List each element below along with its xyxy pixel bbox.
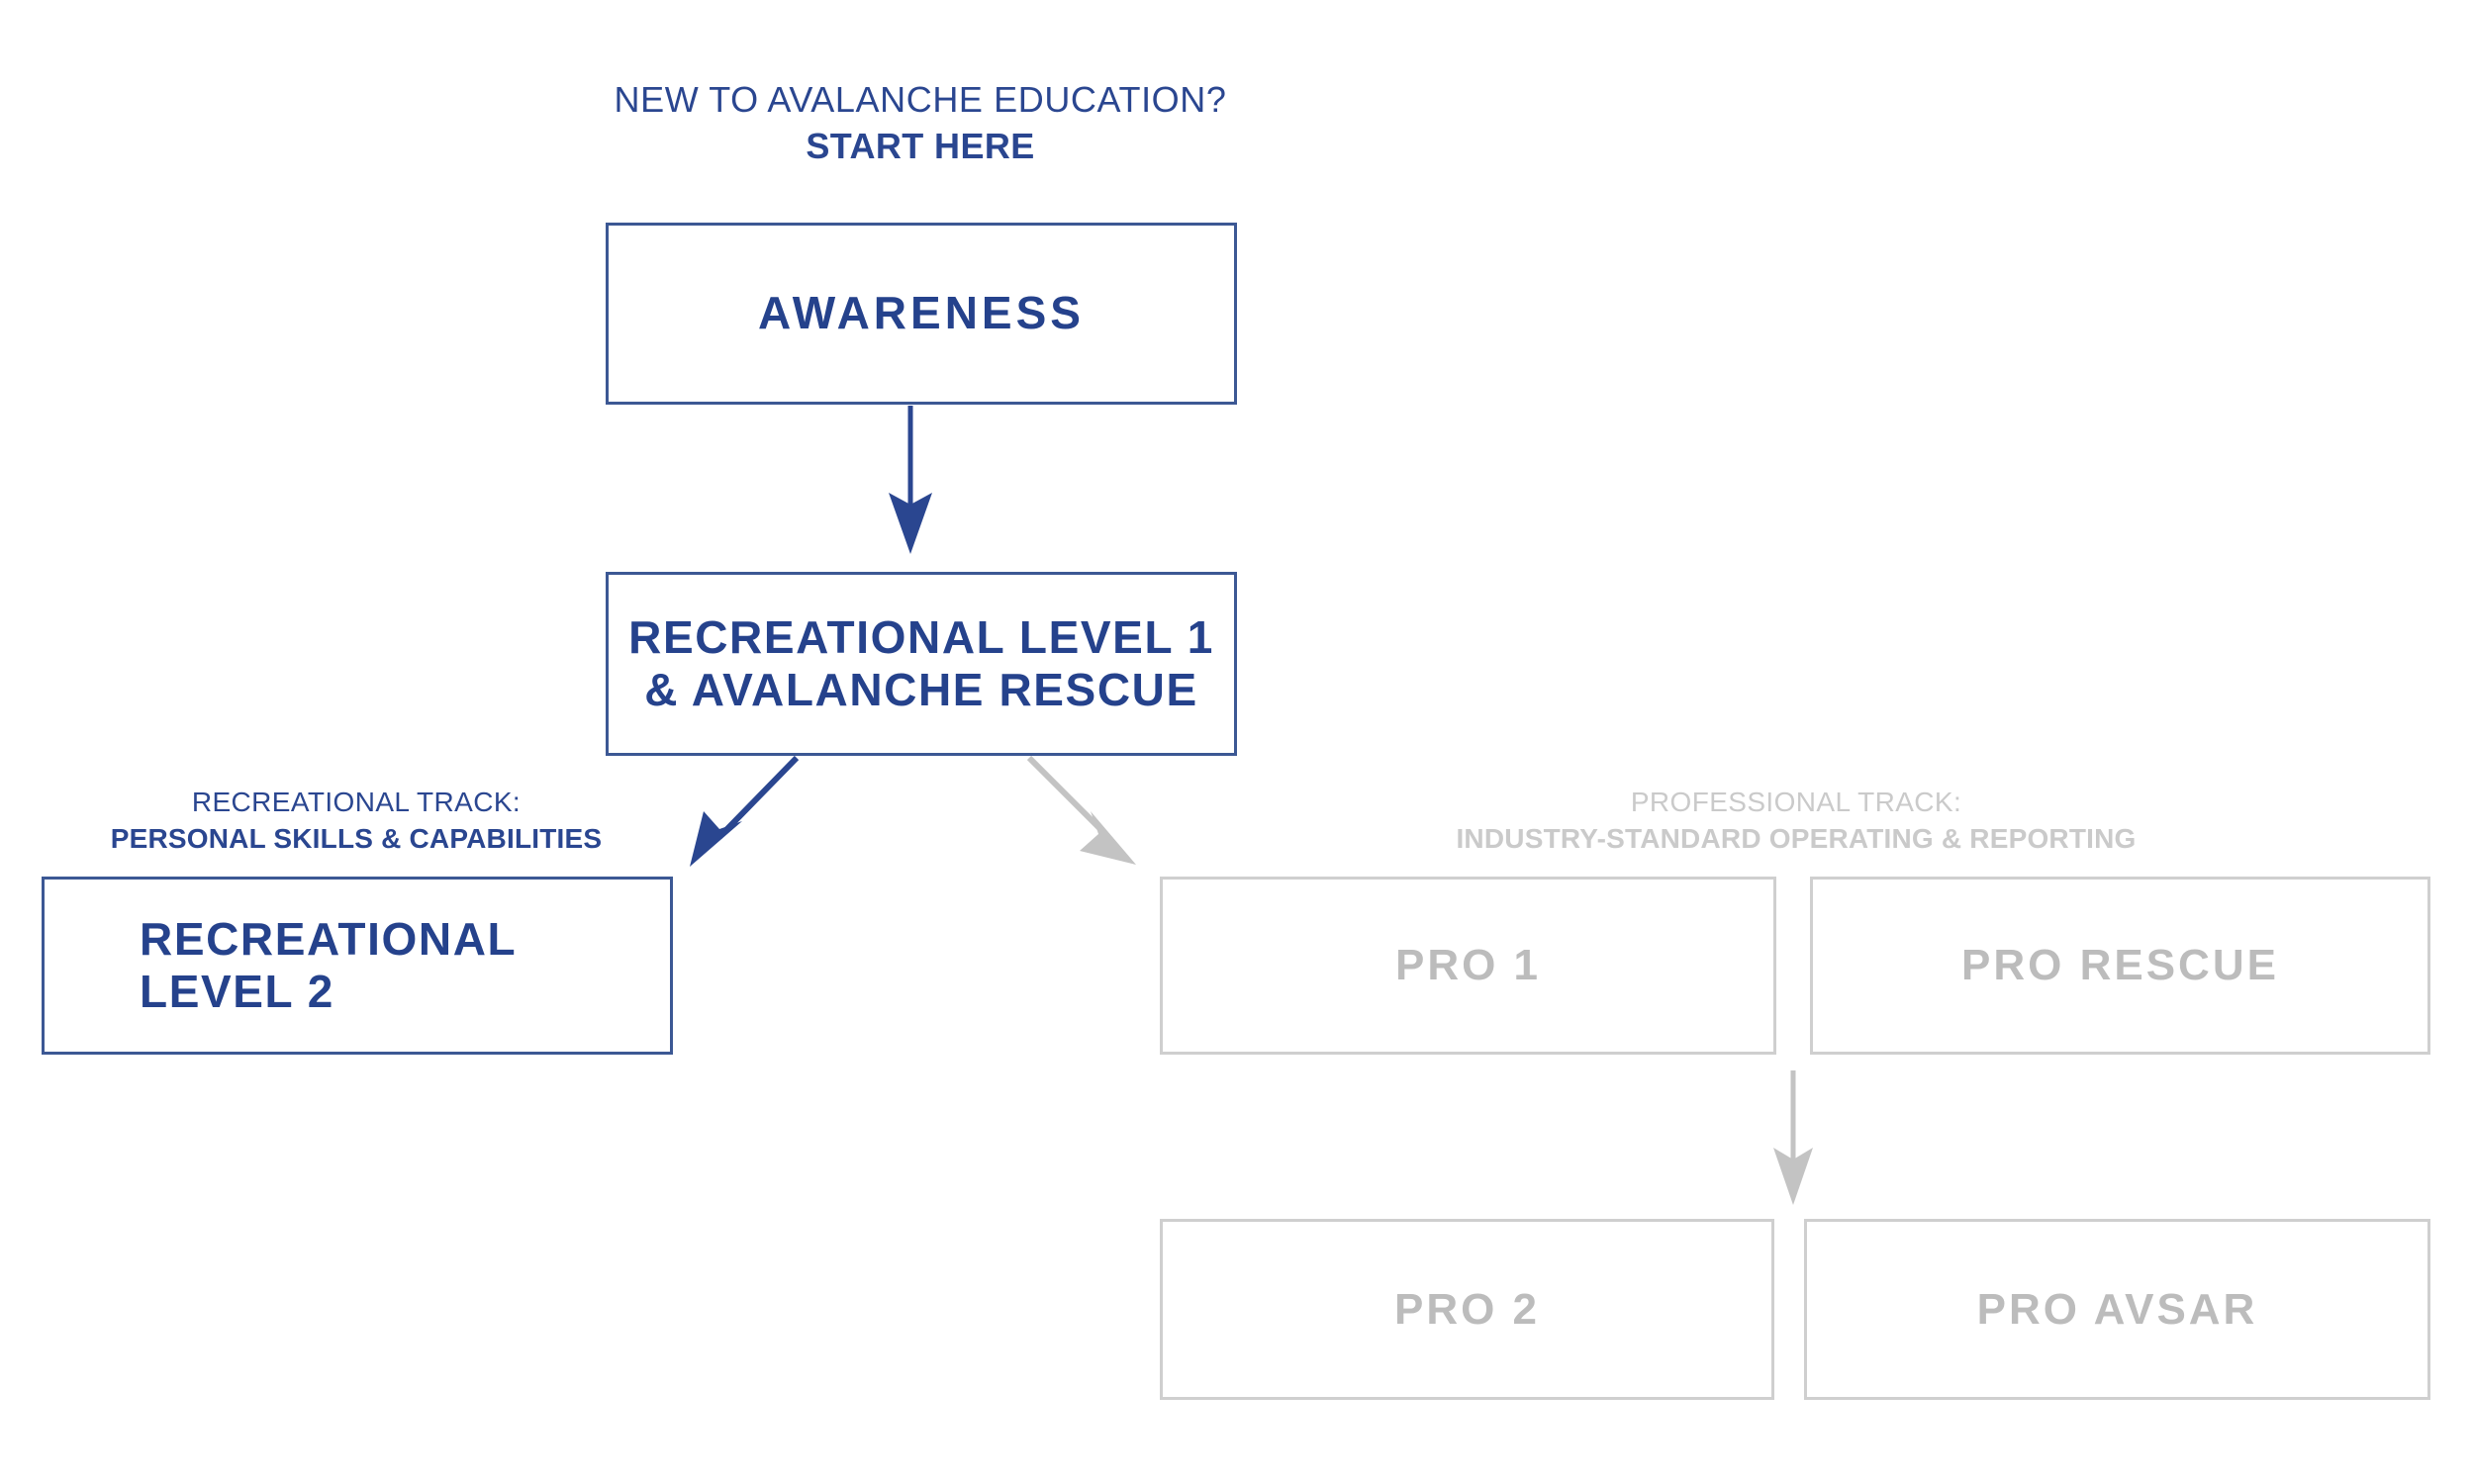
node-pro-1-label: PRO 1 [1163, 940, 1773, 990]
connector-rec-level-1-to-rec-level-2 [690, 755, 800, 867]
node-recreational-level-2-text: RECREATIONAL LEVEL 2 [140, 912, 517, 1017]
node-pro-rescue[interactable]: PRO RESCUE [1810, 877, 2430, 1055]
page-title-line-2: START HERE [806, 126, 1035, 166]
node-recreational-level-1-text: RECREATIONAL LEVEL 1 & AVALANCHE RESCUE [628, 610, 1214, 715]
connector-awareness-to-rec-level-1 [889, 406, 932, 554]
node-pro-avsar-text: PRO AVSAR [1976, 1284, 2258, 1334]
professional-track-caption-top: PROFESSIONAL TRACK: [1630, 787, 1962, 817]
node-recreational-level-2-label: RECREATIONAL LEVEL 2 [45, 913, 670, 1019]
node-pro-avsar[interactable]: PRO AVSAR [1804, 1219, 2430, 1400]
node-recreational-level-1-label: RECREATIONAL LEVEL 1 & AVALANCHE RESCUE [609, 611, 1234, 717]
node-pro-1[interactable]: PRO 1 [1160, 877, 1776, 1055]
professional-track-caption-bottom: INDUSTRY-STANDARD OPERATING & REPORTING [1456, 823, 2137, 854]
professional-track-caption: PROFESSIONAL TRACK: INDUSTRY-STANDARD OP… [1435, 785, 2157, 857]
node-pro-avsar-label: PRO AVSAR [1807, 1284, 2427, 1335]
node-pro-1-text: PRO 1 [1394, 941, 1542, 990]
node-pro-rescue-label: PRO RESCUE [1813, 940, 2427, 990]
node-recreational-level-1[interactable]: RECREATIONAL LEVEL 1 & AVALANCHE RESCUE [606, 572, 1237, 756]
recreational-track-caption-bottom: PERSONAL SKILLS & CAPABILITIES [110, 823, 603, 854]
node-pro-2[interactable]: PRO 2 [1160, 1219, 1774, 1400]
connector-rec-level-1-to-pro-1 [1026, 755, 1136, 865]
node-pro-2-text: PRO 2 [1393, 1284, 1541, 1334]
node-awareness[interactable]: AWARENESS [606, 223, 1237, 405]
connector-pro-1-to-pro-2 [1773, 1070, 1813, 1205]
node-awareness-label: AWARENESS [609, 287, 1234, 339]
page-title-line-1: NEW TO AVALANCHE EDUCATION? [614, 79, 1227, 120]
page-title: NEW TO AVALANCHE EDUCATION? START HERE [426, 77, 1415, 170]
node-pro-rescue-text: PRO RESCUE [1961, 941, 2279, 990]
node-pro-2-label: PRO 2 [1163, 1284, 1771, 1335]
recreational-track-caption-top: RECREATIONAL TRACK: [191, 787, 522, 817]
node-recreational-level-2[interactable]: RECREATIONAL LEVEL 2 [42, 877, 673, 1055]
recreational-track-caption: RECREATIONAL TRACK: PERSONAL SKILLS & CA… [59, 785, 653, 857]
node-awareness-text: AWARENESS [758, 287, 1085, 339]
